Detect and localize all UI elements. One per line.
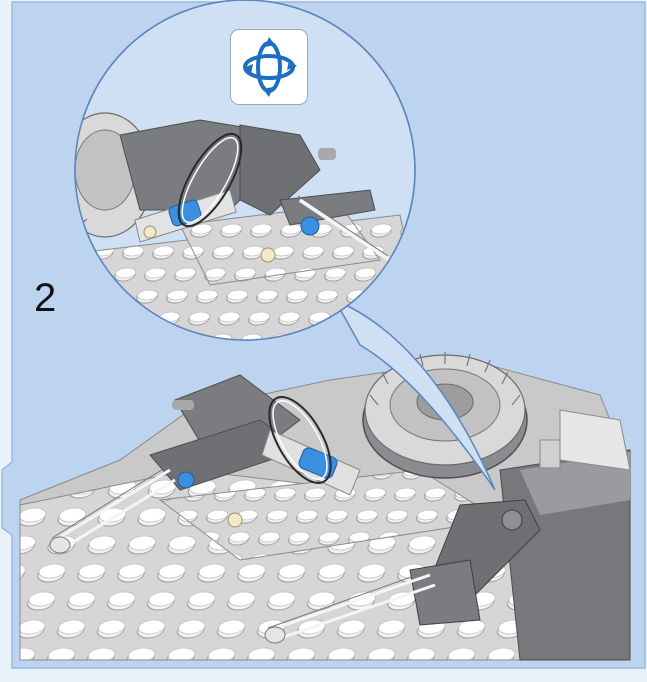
rotate-model-badge <box>230 29 308 105</box>
rotate-model-icon <box>231 30 307 104</box>
step-number: 2 <box>34 278 56 318</box>
